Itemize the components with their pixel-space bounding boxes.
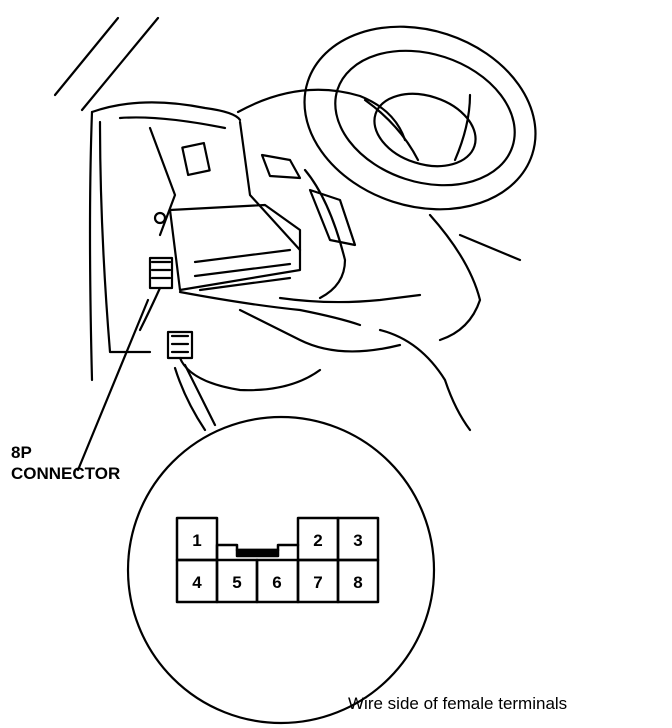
steering-wheel-rim (303, 25, 537, 211)
pin-number: 3 (353, 531, 362, 550)
dash-vent (181, 141, 211, 177)
steering-wheel-spoke (453, 93, 472, 162)
console-side (428, 213, 482, 342)
connector-label-line1: 8P (11, 443, 32, 462)
steering-wheel-hub (373, 92, 477, 168)
pin-number: 8 (353, 573, 362, 592)
dashboard-top-edge (90, 101, 242, 122)
harness-wire (138, 286, 162, 332)
connector-lock-bar (235, 548, 280, 558)
dashboard-inner-edge (98, 120, 152, 354)
pin-cell-8 (336, 558, 380, 604)
pin-number: 1 (192, 531, 201, 550)
label-leader-line (76, 298, 150, 472)
column-shroud (303, 168, 347, 300)
dash-screw (153, 211, 167, 225)
pin-number: 2 (313, 531, 322, 550)
steering-wheel-spoke (363, 98, 420, 162)
knee-bolster (278, 293, 422, 304)
column-shroud-detail (308, 188, 357, 247)
pin-number: 5 (232, 573, 241, 592)
column-cover-side (238, 120, 302, 252)
dashboard-left-edge (88, 110, 94, 382)
pin-number: 4 (192, 573, 202, 592)
pin-numbers: 1 2 3 4 5 6 7 8 (192, 531, 362, 592)
zoom-circle (126, 415, 436, 725)
windshield-pillar-line (53, 16, 120, 97)
under-dash-rib (193, 248, 292, 264)
connector-ribs (150, 260, 172, 280)
connector-label-line2: CONNECTOR (11, 464, 121, 483)
side-panel-line (148, 126, 177, 237)
pin-number: 6 (272, 573, 281, 592)
seat-edge (378, 328, 472, 432)
under-dash-box (168, 203, 302, 292)
connector-wire (178, 356, 322, 392)
under-dash-rib (198, 276, 292, 292)
diagram-caption: Wire side of female terminals (348, 694, 568, 713)
under-dash-rib (193, 262, 292, 278)
steering-wheel-inner (334, 49, 516, 187)
pin-number: 7 (313, 573, 322, 592)
callout-line (173, 366, 207, 432)
lower-panel-edge (178, 290, 362, 327)
dashboard-trim (118, 116, 227, 130)
connector-face (175, 516, 380, 604)
callout-line (183, 363, 217, 427)
column-cover-top (236, 88, 407, 142)
door-line (458, 233, 522, 262)
windshield-pillar-line (80, 16, 160, 112)
column-switch (260, 153, 302, 180)
eight-pin-connector-ribs (170, 334, 190, 354)
kick-panel-edge (238, 308, 402, 353)
